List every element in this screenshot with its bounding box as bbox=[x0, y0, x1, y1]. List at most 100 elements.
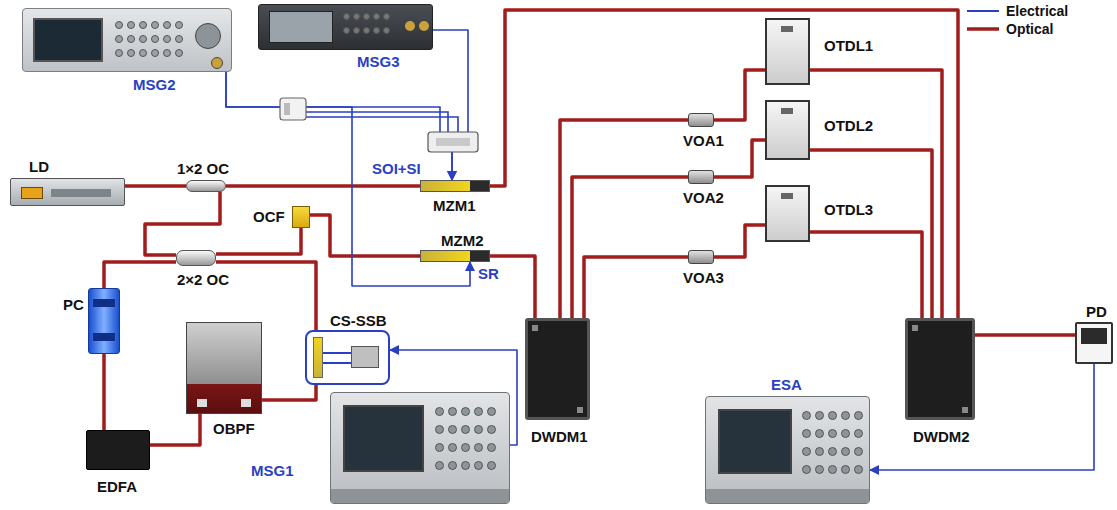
control-knob bbox=[841, 465, 850, 474]
port bbox=[241, 399, 251, 407]
knob bbox=[781, 193, 793, 199]
optical-fiber bbox=[104, 262, 176, 288]
signal-name: SOI+SI bbox=[372, 161, 421, 177]
control-knob bbox=[139, 35, 147, 43]
control-knob bbox=[115, 35, 123, 43]
corner-mark bbox=[912, 325, 918, 331]
polarization-controller: PC bbox=[88, 288, 120, 354]
control-knob bbox=[448, 425, 457, 434]
wdm-mux: DWDM1 bbox=[525, 318, 590, 420]
control-knob bbox=[854, 429, 863, 438]
optical-fiber bbox=[714, 225, 765, 257]
control-knob bbox=[461, 425, 470, 434]
big-knob bbox=[195, 23, 221, 49]
control-knob bbox=[474, 407, 483, 416]
power-combiner bbox=[428, 132, 478, 152]
power-splitter bbox=[280, 98, 306, 120]
ssb-modulator: CS-SSB bbox=[305, 330, 390, 385]
optical-fiber bbox=[125, 184, 186, 188]
warning-label bbox=[21, 187, 43, 199]
rf-wire bbox=[323, 352, 351, 354]
control-knob bbox=[175, 35, 183, 43]
paddle bbox=[93, 333, 115, 341]
device-label: EDFA bbox=[97, 479, 137, 495]
control-knob bbox=[175, 21, 183, 29]
display bbox=[1081, 328, 1107, 344]
control-knob bbox=[487, 443, 496, 452]
control-knob bbox=[474, 425, 483, 434]
control-knob bbox=[815, 429, 824, 438]
control-knob bbox=[802, 447, 811, 456]
signal-name: SR bbox=[478, 266, 499, 282]
control-knob bbox=[841, 411, 850, 420]
optical-fiber bbox=[560, 120, 688, 318]
device-label: DWDM1 bbox=[531, 429, 588, 445]
legend-text: Optical bbox=[1006, 21, 1053, 37]
port bbox=[197, 399, 207, 407]
device-label: CS-SSB bbox=[330, 313, 387, 329]
modulator: MZM2 bbox=[420, 250, 490, 262]
optical-fiber bbox=[145, 192, 220, 255]
device-label: MSG2 bbox=[133, 77, 176, 93]
optical-fiber bbox=[226, 184, 420, 188]
electrical-cable bbox=[433, 30, 468, 180]
control-knob bbox=[461, 443, 470, 452]
control-knob bbox=[163, 35, 171, 43]
control-knob bbox=[487, 461, 496, 470]
delay-line: OTDL3 bbox=[765, 185, 810, 242]
electrical-wire bbox=[306, 117, 458, 132]
device-label: MSG1 bbox=[251, 463, 294, 479]
control-knob bbox=[815, 465, 824, 474]
device-label: OTDL1 bbox=[824, 38, 873, 54]
corner-mark bbox=[962, 407, 968, 413]
signal-generator: MSG1 bbox=[330, 392, 510, 504]
attenuator: VOA1 bbox=[688, 113, 714, 127]
control-knob bbox=[841, 447, 850, 456]
control-knob bbox=[163, 49, 171, 57]
control-knob bbox=[487, 425, 496, 434]
attenuator: VOA2 bbox=[688, 170, 714, 184]
device-label: 2×2 OC bbox=[177, 272, 229, 288]
control-knob bbox=[151, 35, 159, 43]
signal-generator: MSG2 bbox=[22, 8, 232, 72]
signal-generator: MSG3 bbox=[258, 4, 433, 50]
device-label: OBPF bbox=[213, 421, 255, 437]
legend-text: Electrical bbox=[1006, 3, 1068, 19]
electrical-cable bbox=[226, 72, 452, 180]
knob bbox=[781, 26, 793, 32]
splitter-port bbox=[284, 103, 290, 115]
control-knob bbox=[151, 21, 159, 29]
device-label: OCF bbox=[253, 209, 285, 225]
modulator-body bbox=[313, 337, 323, 378]
optical-fiber bbox=[572, 177, 688, 318]
control-knob bbox=[151, 49, 159, 57]
attenuator: VOA3 bbox=[688, 250, 714, 264]
control-knob bbox=[363, 27, 370, 34]
optical-fiber bbox=[714, 70, 765, 120]
connector bbox=[419, 21, 429, 31]
instrument-screen bbox=[343, 405, 424, 472]
device-label: VOA1 bbox=[683, 133, 724, 149]
optical-fiber bbox=[584, 257, 688, 318]
control-knob bbox=[435, 461, 444, 470]
instrument-screen bbox=[718, 409, 792, 474]
control-knob bbox=[815, 447, 824, 456]
delay-line: OTDL1 bbox=[765, 18, 810, 85]
control-knob bbox=[461, 461, 470, 470]
control-knob bbox=[139, 21, 147, 29]
bandpass-filter: OBPF bbox=[186, 322, 262, 414]
device-label: MZM2 bbox=[441, 233, 484, 249]
optical-fiber bbox=[262, 385, 316, 400]
optical-fiber bbox=[490, 10, 958, 318]
optical-fiber bbox=[216, 262, 316, 330]
wdm-demux: DWDM2 bbox=[905, 318, 975, 420]
electrical-wire bbox=[306, 112, 448, 132]
control-knob bbox=[363, 13, 370, 20]
control-knob bbox=[127, 35, 135, 43]
control-knob bbox=[487, 407, 496, 416]
paddle bbox=[93, 299, 115, 307]
control-knob bbox=[854, 465, 863, 474]
control-knob bbox=[383, 13, 390, 20]
base-panel bbox=[331, 489, 509, 503]
